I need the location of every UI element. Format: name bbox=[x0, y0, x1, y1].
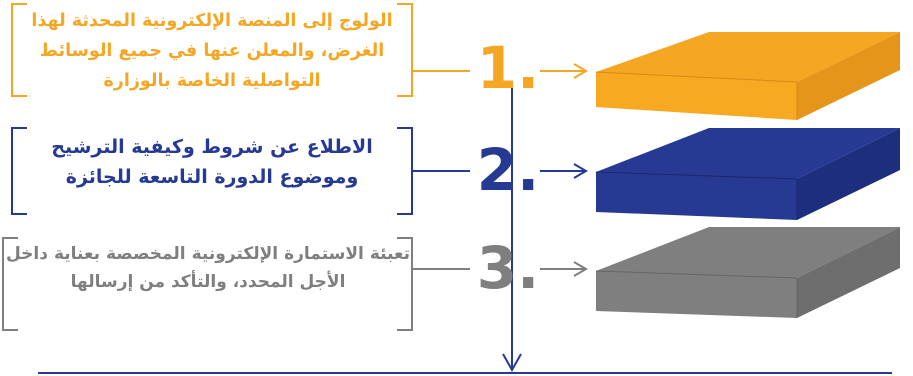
step-3-number: 3. bbox=[477, 234, 539, 302]
axis-arrowhead bbox=[502, 353, 522, 373]
step-3-arrow bbox=[540, 261, 588, 277]
step-1-number: 1. bbox=[477, 34, 539, 102]
step-3-bracket bbox=[2, 237, 413, 331]
gray-slab bbox=[595, 227, 900, 318]
step-1-bracket bbox=[11, 3, 413, 97]
step-3-text: تعبئة الاستمارة الإلكترونية المخصصة بعنا… bbox=[6, 244, 410, 292]
step-2-arrow bbox=[540, 163, 588, 179]
orange-slab bbox=[595, 32, 900, 120]
blue-slab bbox=[595, 128, 900, 220]
step-1-text: الولوج إلى المنصة الإلكترونية المحدثة له… bbox=[31, 11, 393, 91]
step-2-text: الاطلاع عن شروط وكيفية الترشيح وموضوع ال… bbox=[51, 136, 373, 188]
step-2-number: 2. bbox=[477, 136, 539, 204]
step-1-arrow bbox=[540, 63, 588, 79]
